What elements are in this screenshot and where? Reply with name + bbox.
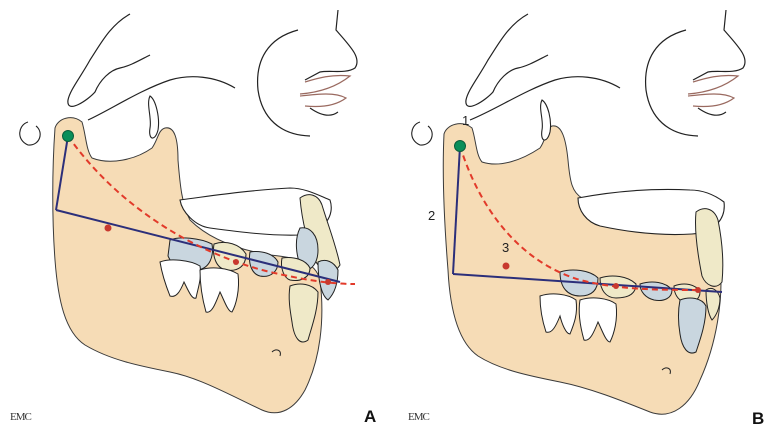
panel-a: EMC A bbox=[10, 10, 376, 426]
label-3: 3 bbox=[502, 240, 509, 255]
tooth-contact-point-2 bbox=[325, 279, 331, 285]
coronoid-notch bbox=[149, 96, 159, 138]
label-1: 1 bbox=[462, 113, 469, 128]
chin-soft-outline-b bbox=[698, 108, 726, 115]
ear-outline-b bbox=[412, 122, 432, 145]
tooth-contact-point-b1 bbox=[613, 283, 619, 289]
cranial-outline bbox=[68, 14, 150, 106]
logo-emc-a: EMC bbox=[10, 411, 32, 423]
panel-letter-b: B bbox=[752, 409, 764, 428]
curve-center-point-b bbox=[503, 263, 510, 270]
cranial-outline-b bbox=[466, 14, 548, 106]
tooth-contact-point-1 bbox=[233, 259, 239, 265]
zygomatic-outline bbox=[88, 77, 235, 120]
panel-b: 1 2 3 EMC B bbox=[408, 10, 764, 428]
mandible-b bbox=[443, 124, 721, 414]
label-2: 2 bbox=[428, 208, 435, 223]
coronoid-notch-b bbox=[541, 100, 551, 140]
nose-outline bbox=[305, 10, 357, 80]
lower-lip-b bbox=[688, 94, 734, 107]
tooth-contact-point-b2 bbox=[695, 287, 701, 293]
curve-center-point bbox=[105, 225, 112, 232]
lower-lip bbox=[300, 94, 346, 107]
condyle-point bbox=[63, 131, 74, 142]
nose-outline-b bbox=[693, 10, 745, 80]
face-profile-outline-b bbox=[646, 30, 698, 136]
condyle-point-b bbox=[455, 141, 466, 152]
logo-emc-b: EMC bbox=[408, 411, 430, 423]
panel-letter-a: A bbox=[364, 407, 376, 426]
face-profile-outline bbox=[258, 30, 310, 136]
ear-outline bbox=[20, 122, 40, 145]
chin-soft-outline bbox=[310, 108, 338, 115]
